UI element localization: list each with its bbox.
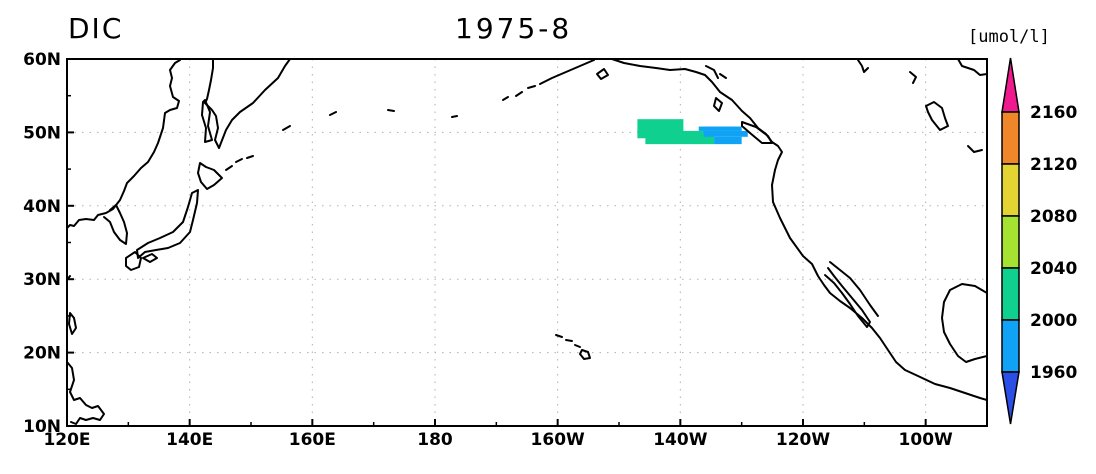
coast-hawaii	[555, 334, 591, 360]
coastlines	[67, 59, 987, 425]
colorbar: 1960 2000 2040 2080 2120 2160	[1001, 57, 1077, 425]
data-cell	[637, 130, 715, 139]
lon-tick-label: 140E	[166, 430, 213, 450]
colorbar-level-label: 2160	[1030, 103, 1077, 123]
coast-baja	[824, 267, 871, 328]
coast-alaska-peninsula	[539, 59, 595, 85]
lat-tick-label: 20N	[23, 344, 61, 364]
lon-tick-label: 180	[417, 430, 453, 450]
axis-ticks: 120E 140E 160E 180 160W 140W 120W 100W 10N 20N 30N…	[23, 50, 953, 450]
coast-taiwan	[68, 312, 77, 335]
data-cell	[703, 130, 748, 137]
lon-tick-label: 140W	[653, 430, 707, 450]
data-cell	[714, 136, 742, 145]
colorbar-bin	[1001, 163, 1020, 217]
coast-hokkaido	[197, 162, 223, 190]
coast-lake-winnipeg	[925, 101, 949, 131]
date-title: 1975-8	[455, 12, 573, 45]
coast-shikoku	[142, 253, 158, 263]
data-cell	[698, 126, 742, 131]
coast-aleutians	[282, 85, 536, 131]
lat-tick-label: 10N	[23, 417, 61, 437]
lon-tick-label: 120W	[776, 430, 830, 450]
lat-tick-label: 30N	[23, 270, 61, 290]
colorbar-bin	[1001, 215, 1020, 269]
coast-kamchatka-east	[204, 59, 291, 149]
colorbar-level-label: 1960	[1030, 363, 1077, 383]
coast-kyushu	[125, 251, 142, 271]
colorbar-level-label: 2120	[1030, 155, 1077, 175]
colorbar-extend-max	[1001, 57, 1020, 113]
coast-kurils	[225, 155, 254, 171]
variable-title: DIC	[68, 12, 124, 45]
coast-north-america-west	[771, 169, 987, 401]
coast-korea	[103, 204, 128, 245]
coast-haida-gwaii	[713, 97, 723, 112]
coast-gulf-of-alaska	[611, 59, 783, 171]
data-cell	[637, 119, 684, 133]
coast-kamchatka-west	[204, 59, 214, 104]
lon-tick-label: 160W	[531, 430, 585, 450]
colorbar-bin	[1001, 319, 1020, 373]
coast-hudson	[957, 59, 987, 76]
colorbar-level-label: 2000	[1030, 311, 1077, 331]
colorbar-bin	[1001, 267, 1020, 321]
colorbar-bin	[1001, 111, 1020, 165]
coast-gulf-california	[829, 261, 879, 317]
lat-tick-label: 50N	[23, 123, 61, 143]
coast-sakhalin	[201, 99, 213, 143]
units-label: [umol/l]	[968, 27, 1050, 47]
coast-vancouver-island	[741, 121, 773, 144]
lat-tick-label: 60N	[23, 50, 61, 70]
map-frame	[66, 58, 988, 427]
data-cells	[637, 119, 748, 145]
coast-honshu	[136, 189, 199, 259]
lat-tick-label: 40N	[23, 197, 61, 217]
coast-philippines	[67, 361, 105, 425]
coast-asia-mainland	[67, 59, 181, 229]
lon-tick-label: 120E	[43, 430, 90, 450]
colorbar-level-label: 2040	[1030, 259, 1077, 279]
lon-tick-label: 100W	[899, 430, 953, 450]
colorbar-level-label: 2080	[1030, 207, 1077, 227]
coast-kodiak	[596, 68, 609, 80]
lon-tick-label: 160E	[289, 430, 336, 450]
coast-great-lakes	[967, 145, 983, 153]
coast-canada-inlets	[705, 59, 917, 84]
data-cell	[645, 136, 715, 145]
grid-lines	[67, 59, 987, 426]
coast-gulf-mexico	[941, 283, 987, 363]
colorbar-extend-min	[1001, 371, 1020, 425]
